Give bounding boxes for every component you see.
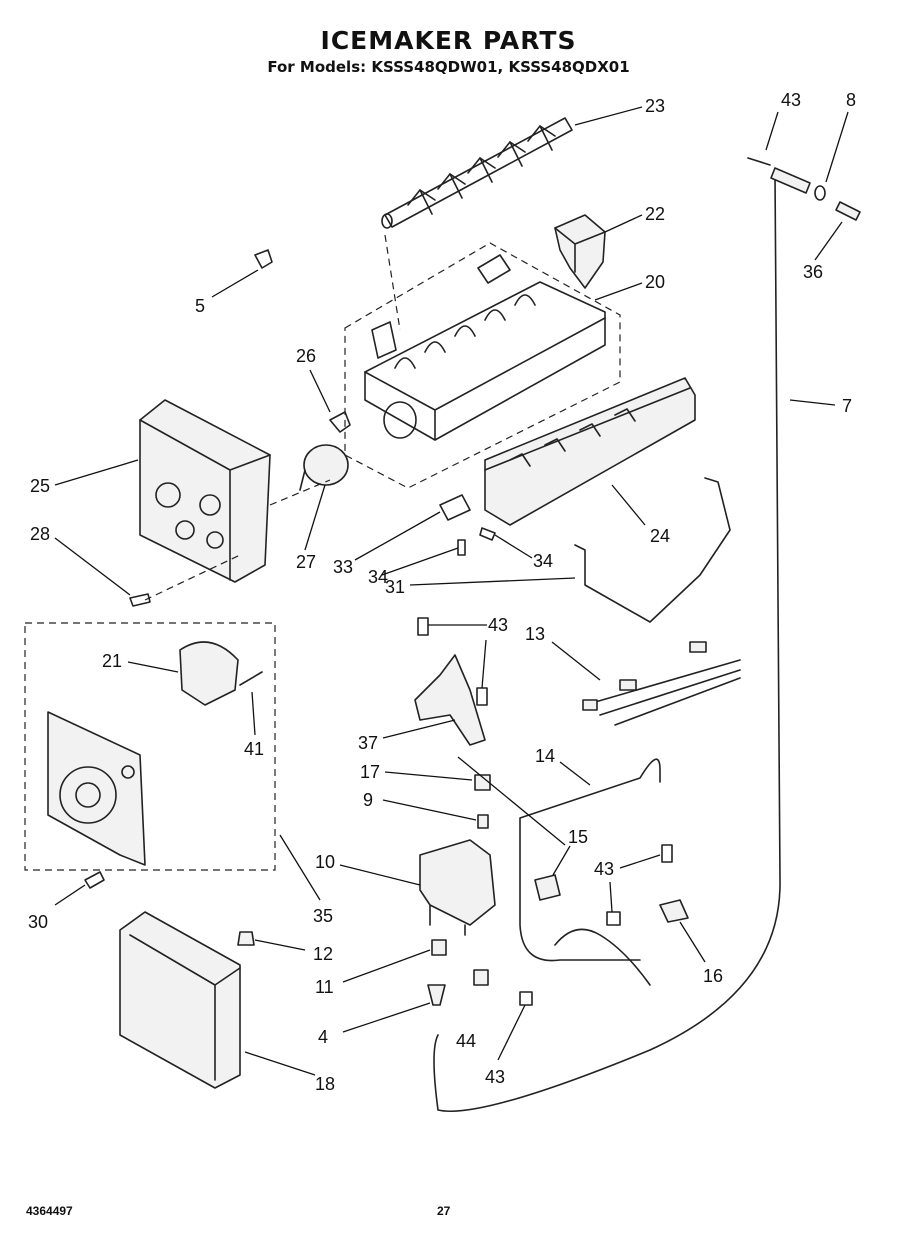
part-screw-30 [84, 871, 105, 889]
part-screw-43-bottom [519, 991, 533, 1006]
part-screw-28 [129, 593, 151, 607]
callout-41: 41 [244, 739, 264, 759]
callout-33: 33 [333, 557, 353, 577]
part-nut-44 [473, 969, 489, 986]
callout-18: 18 [315, 1074, 335, 1094]
callout-43-bottom: 43 [485, 1067, 505, 1087]
part-screw-43-lower [606, 911, 621, 926]
callout-14: 14 [535, 746, 555, 766]
callout-30: 30 [28, 912, 48, 932]
part-ice-stripper [484, 377, 696, 526]
callout-13: 13 [525, 624, 545, 644]
part-fill-tube [519, 758, 661, 962]
part-tube-fitting [770, 167, 811, 194]
callout-37: 37 [358, 733, 378, 753]
part-valve-bracket [414, 654, 486, 746]
callout-12: 12 [313, 944, 333, 964]
part-motor-assembly-frame [24, 622, 276, 871]
connector-line-a [144, 554, 241, 601]
part-washer-8 [814, 185, 826, 201]
part-screw-34b [479, 527, 496, 541]
part-control-housing [139, 399, 271, 583]
connector-line-c [269, 479, 331, 506]
part-front-cover [119, 911, 241, 1089]
model-subtitle: For Models: KSSS48QDW01, KSSS48QDX01 [267, 58, 630, 76]
callout-15: 15 [568, 827, 588, 847]
part-bracket-33 [439, 494, 471, 521]
callout-31: 31 [385, 577, 405, 597]
callout-23: 23 [645, 96, 665, 116]
callout-35: 35 [313, 906, 333, 926]
callout-28: 28 [30, 524, 50, 544]
callout-43-middle: 43 [594, 859, 614, 879]
callout-26: 26 [296, 346, 316, 366]
part-fill-cup [554, 214, 606, 289]
part-clip [254, 249, 273, 269]
part-spacer-36 [835, 201, 861, 221]
callout-5: 5 [195, 296, 205, 316]
part-screw-43-top-right [747, 157, 771, 166]
part-fitting-4 [427, 984, 446, 1006]
callout-16: 16 [703, 966, 723, 986]
part-nut-9 [477, 814, 489, 829]
page-title: ICEMAKER PARTS [320, 26, 577, 55]
callout-4: 4 [318, 1027, 328, 1047]
part-water-tube [433, 174, 781, 1113]
part-bracket-26 [329, 411, 351, 433]
page-number: 27 [437, 1204, 451, 1218]
callout-34-left: 34 [368, 567, 388, 587]
callout-10: 10 [315, 852, 335, 872]
callout-20: 20 [645, 272, 665, 292]
callout-34-right: 34 [533, 551, 553, 571]
callout-11: 11 [315, 977, 334, 997]
part-module-plate [47, 711, 146, 866]
callout-7: 7 [842, 396, 852, 416]
part-screw-43-mid [476, 687, 488, 706]
callout-9: 9 [363, 790, 373, 810]
part-grommet-17 [474, 774, 491, 791]
part-screw-43-right [661, 844, 673, 863]
part-clip-16 [659, 899, 689, 923]
callout-43-upper: 43 [488, 615, 508, 635]
part-wire-harness [582, 641, 741, 726]
part-nut-11 [431, 939, 447, 956]
part-plug-12 [237, 931, 255, 946]
part-heater-coil [554, 928, 651, 986]
callout-43-top-right: 43 [781, 90, 801, 110]
part-water-valve [419, 839, 496, 936]
connector-line-b [384, 234, 401, 331]
callout-24: 24 [650, 526, 670, 546]
callout-22: 22 [645, 204, 665, 224]
callout-17: 17 [360, 762, 380, 782]
part-motor-21 [179, 641, 263, 706]
callout-36: 36 [803, 262, 823, 282]
part-screw-34a [457, 539, 466, 556]
callout-8: 8 [846, 90, 856, 110]
part-clamp-15 [534, 874, 561, 901]
callout-27: 27 [296, 552, 316, 572]
part-arm-wire [574, 477, 731, 623]
part-screw-43-top [417, 617, 429, 636]
callout-25: 25 [30, 476, 50, 496]
callout-21: 21 [102, 651, 122, 671]
part-mold-heater [344, 242, 621, 489]
callout-44: 44 [456, 1031, 476, 1051]
leader-lines [54, 106, 849, 1076]
part-ejector-blade [381, 117, 573, 229]
document-number: 4364497 [26, 1204, 73, 1218]
part-thermostat [299, 444, 349, 491]
